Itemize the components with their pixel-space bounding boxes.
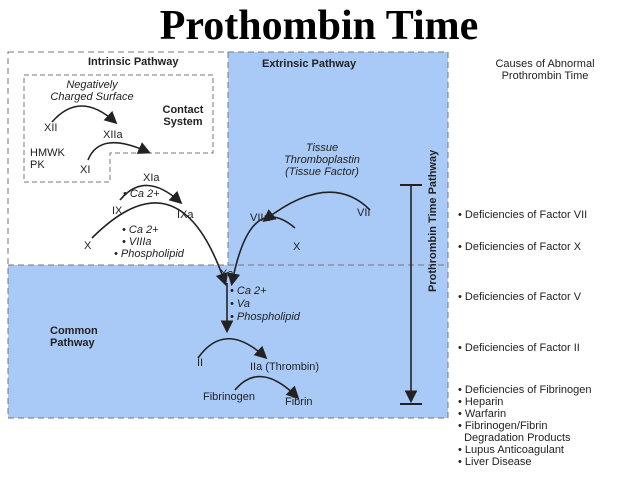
cause-item: Degradation Products — [458, 432, 571, 444]
factor-x-intrinsic: X — [84, 240, 92, 252]
cause-item: • Deficiencies of Factor VII — [458, 209, 588, 221]
cause-item: • Warfarin — [458, 408, 507, 420]
factor-xia: XIa — [143, 172, 160, 184]
cause-item: • Lupus Anticoagulant — [458, 444, 564, 456]
factor-iia: IIa (Thrombin) — [250, 361, 320, 373]
cofactor: • Ca 2+ — [122, 224, 159, 236]
cofactor: • Va — [230, 298, 250, 310]
fibrinogen-arrow — [234, 375, 300, 400]
factor-viia: VIIa — [250, 212, 270, 224]
factor-xa: Xa — [220, 268, 234, 280]
xi-arrow — [87, 141, 151, 161]
causes-heading: Prothrombin Time — [501, 70, 589, 82]
factor-vii: VII — [357, 207, 371, 219]
cause-item: • Deficiencies of Factor V — [458, 291, 582, 303]
x-extrinsic-arrow — [227, 216, 296, 287]
factor-ixa: IXa — [177, 209, 194, 221]
factor-x-extrinsic: X — [293, 241, 301, 253]
vii-arrow — [262, 191, 371, 222]
cofactor: • Phospholipid — [230, 311, 300, 323]
calcium-label: • Ca 2+ — [123, 188, 160, 200]
cause-item: • Deficiencies of Factor II — [458, 342, 580, 354]
cofactor: • Phospholipid — [114, 248, 184, 260]
fibrinogen-label: Fibrinogen — [203, 391, 255, 403]
contact-system-box — [23, 74, 214, 183]
factor-ix: IX — [112, 205, 123, 217]
intrinsic-heading: Intrinsic Pathway — [88, 56, 179, 68]
common-heading: Common Pathway — [50, 325, 98, 349]
ix-arrow — [119, 184, 183, 205]
factor-xi: XI — [80, 164, 91, 176]
pt-pathway-label: Prothrombin Time Pathway — [427, 149, 439, 292]
fibrin-label: Fibrin — [285, 396, 313, 408]
cause-item: • Heparin — [458, 396, 504, 408]
cofactor: • VIIIa — [122, 236, 152, 248]
tissue-label: (Tissue Factor) — [285, 166, 359, 178]
tissue-label: Thromboplastin — [284, 154, 360, 166]
causes-heading: Causes of Abnormal — [495, 58, 595, 70]
cause-item: • Deficiencies of Fibrinogen — [458, 384, 592, 396]
hmwk-label: HMWK — [30, 147, 65, 159]
extrinsic-heading: Extrinsic Pathway — [262, 58, 357, 70]
common-region — [8, 265, 448, 418]
page-title: Prothombin Time — [159, 3, 479, 49]
contact-label: Contact System — [162, 104, 204, 128]
factor-ii: II — [197, 357, 204, 369]
xii-arrow — [51, 105, 118, 125]
pk-label: PK — [30, 159, 45, 171]
surface-label: Negatively Charged Surface — [50, 79, 134, 103]
cause-item: • Fibrinogen/Fibrin — [458, 420, 548, 432]
tissue-label: Tissue — [305, 142, 339, 154]
factor-xiia: XIIa — [103, 129, 123, 141]
factor-xii: XII — [44, 122, 58, 134]
ii-arrow — [197, 337, 268, 360]
cause-item: • Liver Disease — [458, 456, 532, 468]
cofactor: • Ca 2+ — [230, 285, 267, 297]
cause-item: • Deficiencies of Factor X — [458, 241, 582, 253]
x-intrinsic-arrow — [91, 202, 228, 287]
